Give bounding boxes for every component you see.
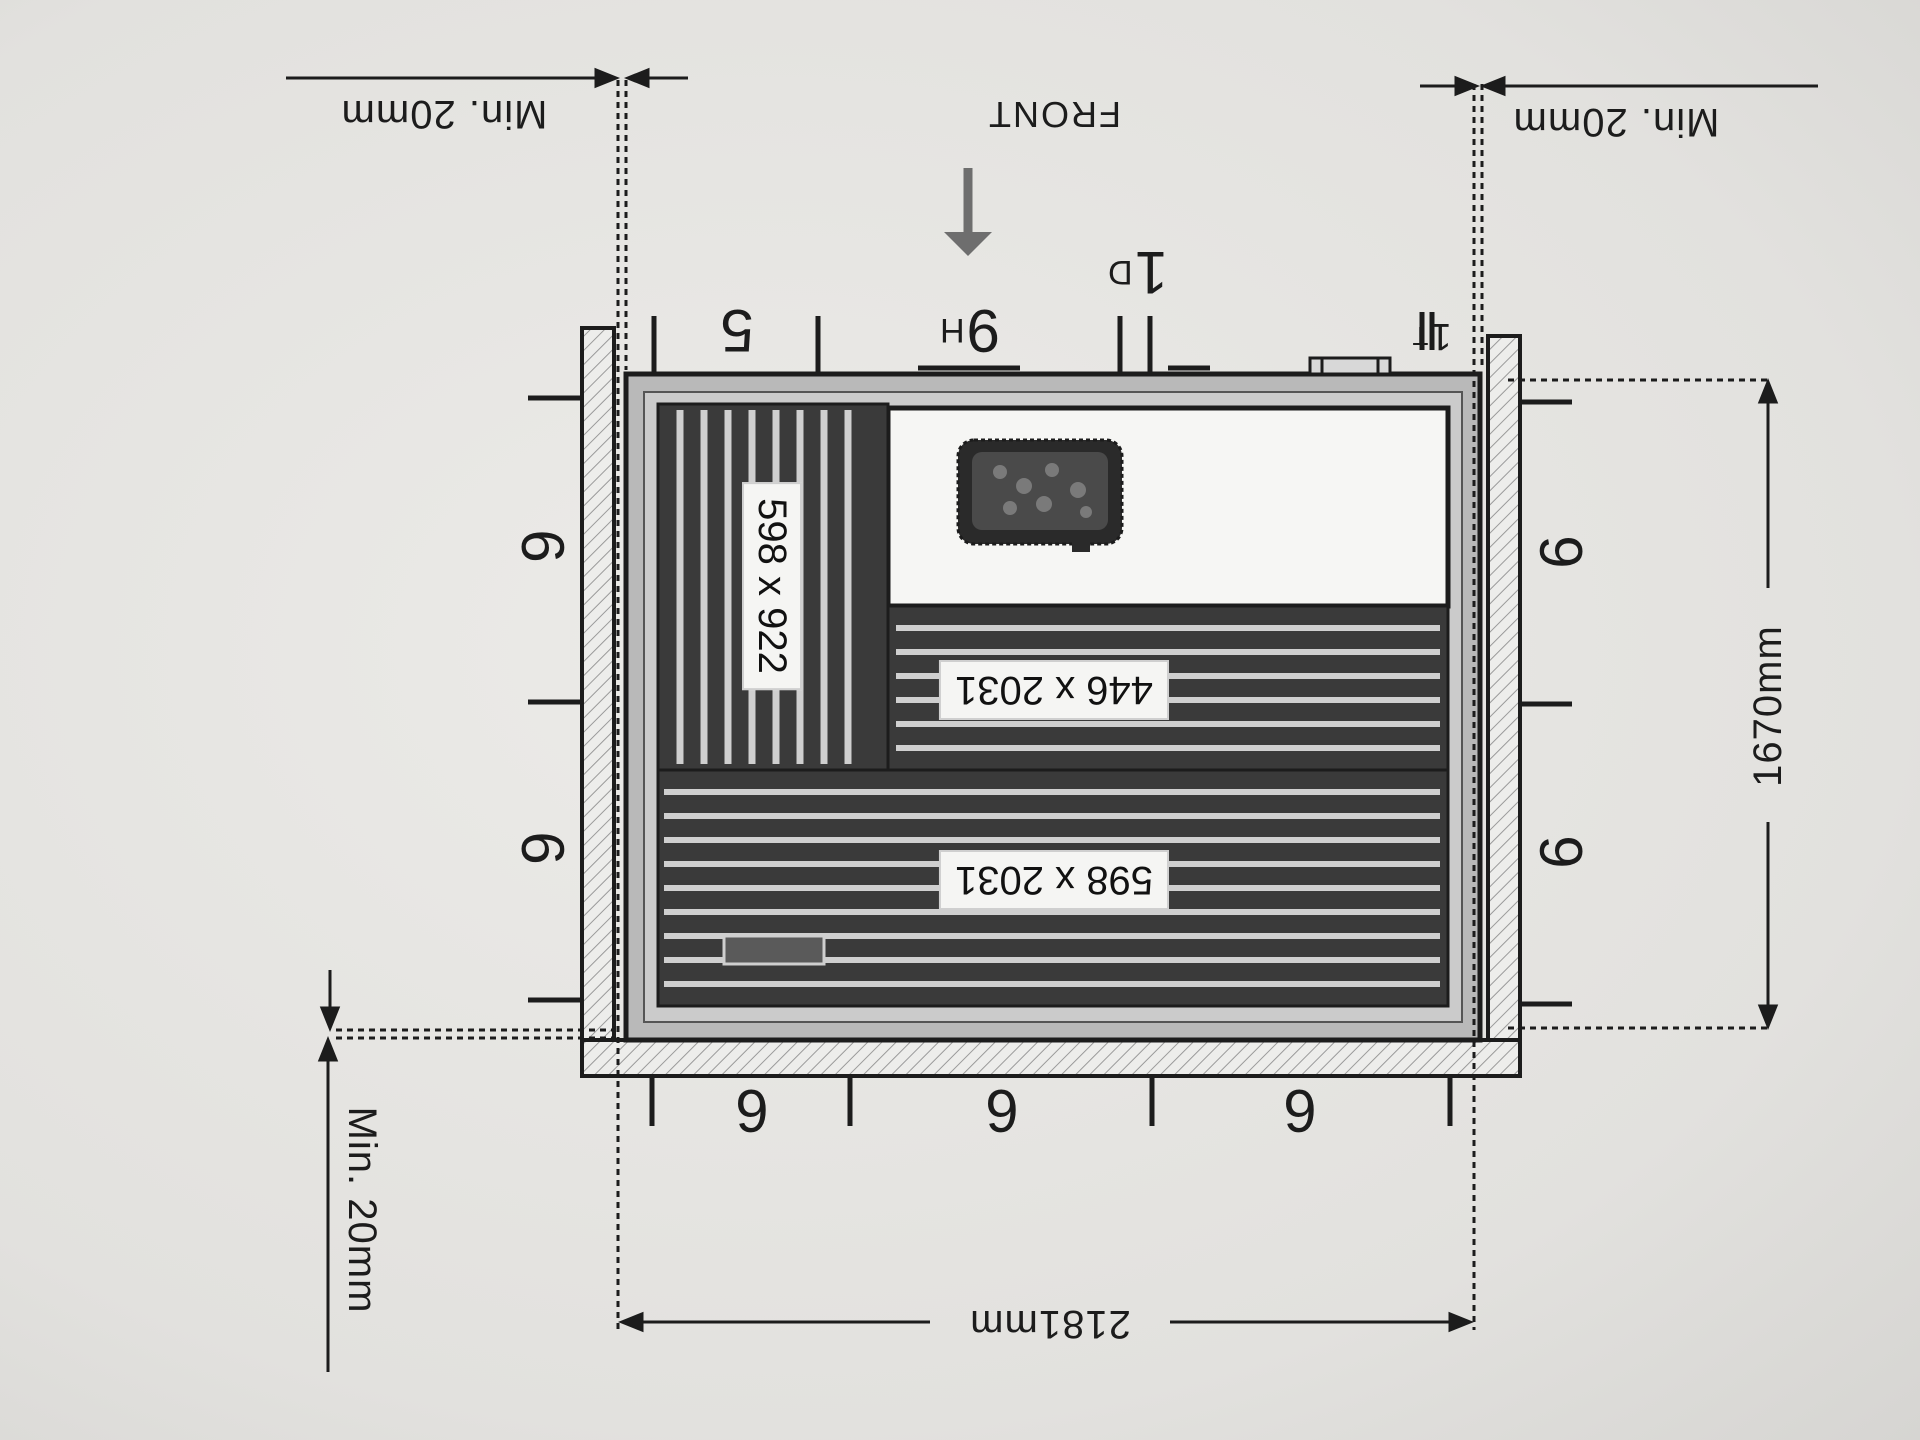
front-label: FRONT bbox=[987, 94, 1121, 135]
panel-bottom-2: 6 bbox=[985, 1077, 1019, 1144]
bench-label-598x922: 598 x 922 bbox=[742, 482, 802, 690]
panel-ticks-right bbox=[1520, 399, 1572, 1007]
sauna-heater-icon bbox=[956, 438, 1124, 552]
panel-bottom-3: 6 bbox=[1283, 1077, 1317, 1144]
wall-left-hatch bbox=[580, 326, 616, 1078]
bench-label-446x2031: 446 x 2031 bbox=[939, 660, 1169, 720]
clearance-label-bottom-left: Min. 20mm bbox=[340, 1106, 384, 1314]
width-dimension-line bbox=[617, 1311, 1475, 1333]
wall-bottom-hatch bbox=[580, 1038, 1522, 1078]
depth-dimension-line bbox=[1757, 377, 1779, 1031]
panel-left-1: 6 bbox=[509, 529, 576, 563]
clearance-lines bbox=[336, 80, 1770, 1330]
depth-dimension-label: 1670mm bbox=[1746, 625, 1790, 787]
panel-left-2: 6 bbox=[509, 831, 576, 865]
wall-right-hatch bbox=[1486, 334, 1522, 1078]
panel-ticks-top bbox=[651, 312, 1435, 372]
clearance-label-top-right: Min. 20mm bbox=[1512, 100, 1720, 144]
clearance-arrow-bottom-left bbox=[317, 970, 341, 1372]
panel-top-1: 5 bbox=[720, 297, 754, 364]
clearance-label-top-left: Min. 20mm bbox=[340, 92, 548, 136]
door-handle bbox=[1308, 356, 1392, 376]
panel-ticks-bottom bbox=[649, 1076, 1453, 1126]
bench-label-598x2031: 598 x 2031 bbox=[939, 850, 1169, 910]
arrow-down-icon bbox=[944, 168, 992, 256]
clearance-arrow-top-left bbox=[286, 67, 688, 89]
width-dimension-label: 2181mm bbox=[969, 1302, 1131, 1346]
panel-right-1: 6 bbox=[1528, 535, 1595, 569]
panel-ticks-left bbox=[528, 395, 582, 1003]
clearance-arrow-top-right bbox=[1420, 75, 1818, 97]
panel-bottom-1: 6 bbox=[735, 1077, 769, 1144]
panel-right-2: 6 bbox=[1528, 835, 1595, 869]
